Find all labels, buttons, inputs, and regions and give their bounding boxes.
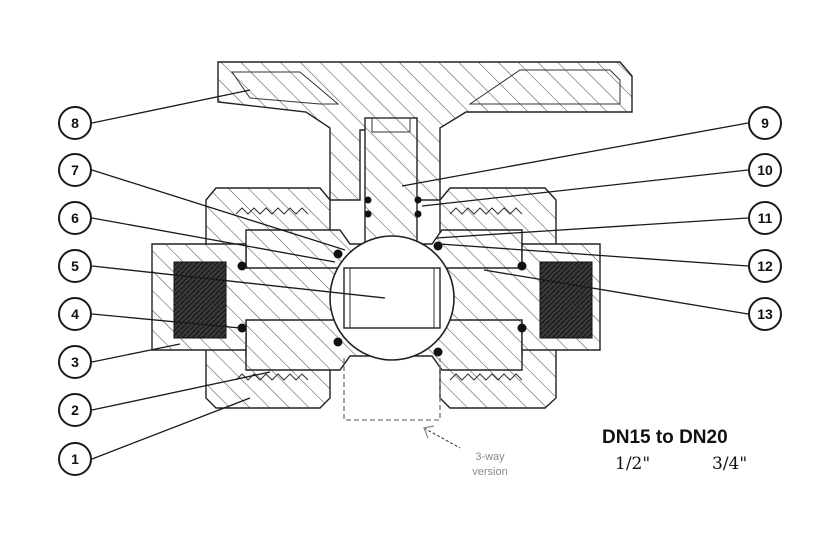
note-line-2: version bbox=[472, 466, 507, 478]
callout-11: 11 bbox=[748, 201, 782, 235]
size-right: 3/4" bbox=[712, 454, 747, 474]
thread-zigzag bbox=[449, 373, 523, 381]
size-title: DN15 to DN20 bbox=[602, 427, 728, 448]
svg-text:8: 8 bbox=[71, 115, 79, 131]
svg-text:2: 2 bbox=[71, 402, 79, 418]
internal-thread-right bbox=[539, 261, 593, 339]
svg-text:9: 9 bbox=[761, 115, 769, 131]
internal-thread-left bbox=[173, 261, 227, 339]
callout-7: 7 bbox=[58, 153, 92, 187]
svg-text:5: 5 bbox=[71, 258, 79, 274]
thread-zigzag bbox=[235, 207, 309, 215]
handle-recess bbox=[468, 69, 621, 105]
note-line-1: 3-way bbox=[475, 451, 505, 463]
svg-text:7: 7 bbox=[71, 162, 79, 178]
svg-text:4: 4 bbox=[71, 306, 79, 322]
thread-zigzag bbox=[449, 207, 523, 215]
callout-9: 9 bbox=[748, 106, 782, 140]
svg-text:1: 1 bbox=[71, 451, 79, 467]
callout-2: 2 bbox=[58, 393, 92, 427]
handle-recess bbox=[231, 71, 340, 105]
handle bbox=[217, 61, 633, 201]
three-way-outline bbox=[343, 358, 441, 421]
size-left: 1/2" bbox=[615, 454, 650, 474]
callout-4: 4 bbox=[58, 297, 92, 331]
stem-slot bbox=[371, 117, 411, 133]
svg-text:3: 3 bbox=[71, 354, 79, 370]
callout-13: 13 bbox=[748, 297, 782, 331]
callout-5: 5 bbox=[58, 249, 92, 283]
o-rings bbox=[237, 196, 527, 357]
note-arrowhead bbox=[423, 425, 435, 439]
svg-text:12: 12 bbox=[757, 258, 773, 274]
callout-6: 6 bbox=[58, 201, 92, 235]
callout-8: 8 bbox=[58, 106, 92, 140]
svg-text:6: 6 bbox=[71, 210, 79, 226]
stem bbox=[364, 117, 418, 244]
callout-12: 12 bbox=[748, 249, 782, 283]
callout-3: 3 bbox=[58, 345, 92, 379]
ball-bore bbox=[343, 267, 441, 329]
note-leader bbox=[423, 427, 461, 449]
svg-text:10: 10 bbox=[757, 162, 773, 178]
callout-1: 1 bbox=[58, 442, 92, 476]
callout-10: 10 bbox=[748, 153, 782, 187]
leader-lines bbox=[91, 89, 749, 460]
thread-zigzag bbox=[235, 373, 309, 381]
svg-text:13: 13 bbox=[757, 306, 773, 322]
svg-text:11: 11 bbox=[758, 210, 773, 226]
